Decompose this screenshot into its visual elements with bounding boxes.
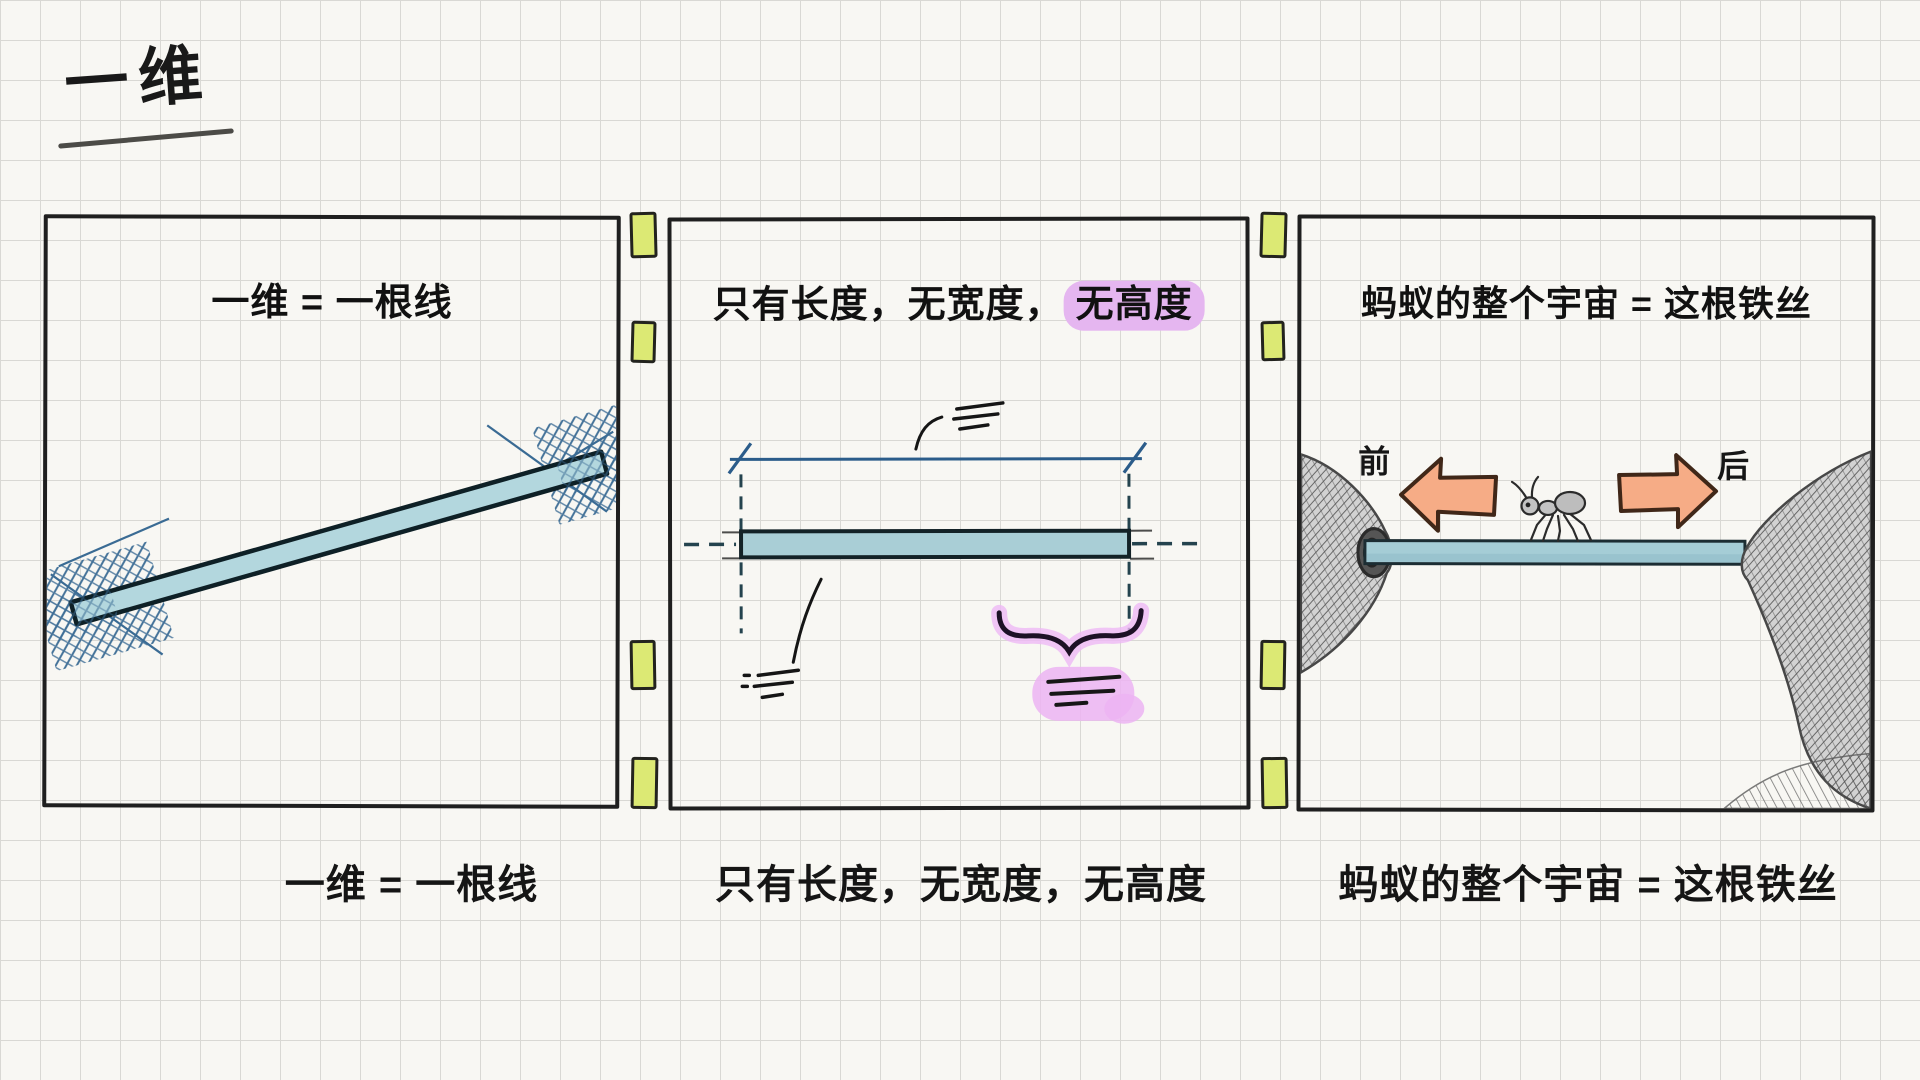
tape-strip bbox=[629, 211, 658, 259]
panel-length-only: 只有长度，无宽度，无高度 bbox=[667, 216, 1251, 811]
tape-strip bbox=[1260, 756, 1289, 810]
wire bbox=[1356, 527, 1747, 579]
bar-edge-extensions bbox=[722, 529, 1155, 560]
tape-strip bbox=[630, 320, 657, 364]
panel-length-heading: 只有长度，无宽度，无高度 bbox=[672, 272, 1246, 331]
tape-strip bbox=[629, 639, 657, 691]
guide-dashes bbox=[684, 473, 1199, 634]
caption-ant-universe: 蚂蚁的整个宇宙 = 这根铁丝 bbox=[1338, 863, 1838, 907]
panel-line: 一维 = 一根线 bbox=[42, 214, 621, 809]
length-diagram bbox=[684, 401, 1199, 724]
dimension-line bbox=[727, 441, 1148, 475]
highlighted-brace bbox=[991, 602, 1150, 668]
tape-strip bbox=[630, 756, 659, 810]
title-underline-stroke bbox=[58, 128, 234, 149]
ant-wire-drawing bbox=[1300, 449, 1872, 809]
front-label: 前 bbox=[1358, 443, 1391, 480]
highlighted-scribble bbox=[1032, 666, 1145, 724]
hatch-left-overlay bbox=[46, 583, 121, 644]
measured-bar bbox=[739, 528, 1132, 560]
tape-strip bbox=[1259, 639, 1287, 691]
panel-ant-heading: 蚂蚁的整个宇宙 = 这根铁丝 bbox=[1360, 282, 1812, 325]
right-arrow-icon bbox=[1617, 453, 1719, 530]
left-arrow-icon bbox=[1399, 456, 1499, 533]
tape-strip bbox=[1260, 320, 1286, 362]
caption-length-only: 只有长度，无宽度，无高度 bbox=[715, 863, 1207, 907]
teal-line-band bbox=[68, 449, 610, 627]
right-grip-sketch bbox=[1722, 449, 1872, 809]
note-curve-top bbox=[914, 401, 1005, 451]
tape-strip bbox=[1259, 211, 1288, 259]
back-label: 后 bbox=[1717, 448, 1750, 485]
page-title: 一维 bbox=[62, 37, 215, 121]
panel-ant-universe: 蚂蚁的整个宇宙 = 这根铁丝 前 后 bbox=[1296, 214, 1876, 813]
heading-highlight: 无高度 bbox=[1063, 280, 1205, 331]
heading-prefix: 只有长度，无宽度， bbox=[712, 283, 1064, 327]
note-curve-bottom bbox=[740, 577, 823, 700]
panel-line-heading: 一维 = 一根线 bbox=[211, 281, 453, 325]
ant-illustration bbox=[1510, 475, 1593, 543]
caption-line: 一维 = 一根线 bbox=[284, 863, 539, 907]
